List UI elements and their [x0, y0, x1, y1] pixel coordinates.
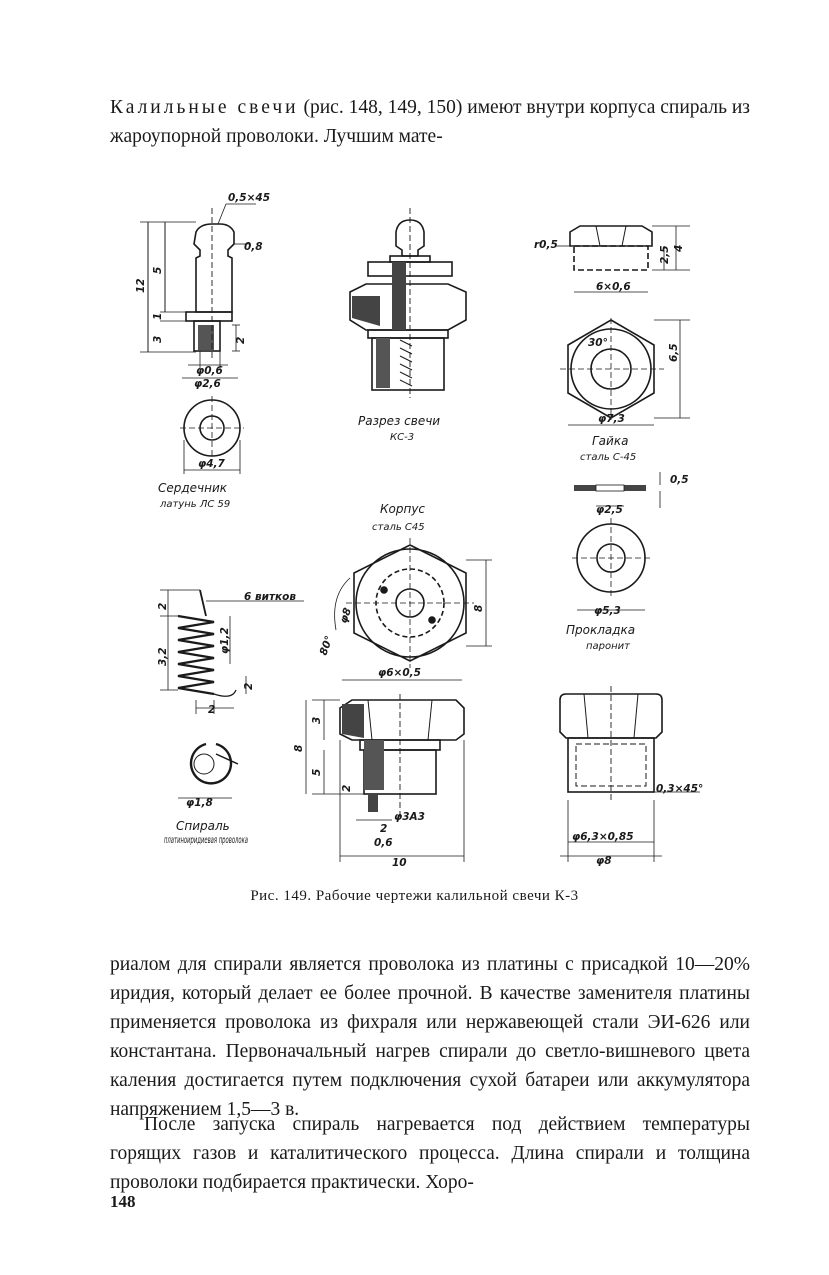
gasket-drawing [572, 472, 661, 611]
section-name: Разрез свечи [358, 414, 440, 428]
section-drawing [349, 208, 467, 398]
dim-side-thread: φ6,3×0,85 [572, 831, 634, 843]
spiral-material: платиноиридиевая проволока [164, 835, 248, 846]
dim-core-5: 5 [152, 267, 164, 274]
body-top-drawing [334, 538, 492, 668]
dim-body-2: 2 [341, 785, 353, 792]
intro-text: (рис. 148, 149, 150) имеют внутри корпус… [110, 97, 750, 147]
section-model: КС-3 [390, 432, 414, 443]
figure-caption: Рис. 149. Рабочие чертежи калильной свеч… [250, 888, 579, 904]
core-material: латунь ЛС 59 [159, 499, 230, 510]
paragraph-2: риалом для спирали является проволока из… [110, 954, 750, 1120]
dim-core-3: 3 [152, 336, 164, 343]
dim-side-03: 0,3×45° [656, 783, 703, 795]
nut-material: сталь С-45 [580, 452, 636, 463]
dim-core-d47: φ4,7 [198, 458, 226, 470]
dim-nut-thread: 6×0,6 [596, 281, 631, 293]
dim-body-10: 10 [392, 857, 407, 869]
core-drawing [140, 203, 256, 474]
dim-core-1: 1 [152, 313, 164, 320]
core-name: Сердечник [158, 481, 228, 495]
dim-nut-r05: r0,5 [534, 239, 558, 251]
dim-core-chamfer: 0,5×45 [228, 192, 270, 204]
dim-nut-25: 2,5 [659, 245, 671, 264]
gasket-name: Прокладка [566, 623, 635, 637]
gasket-material: паронит [586, 641, 631, 652]
paragraph-3: После запуска спираль нагревается под де… [110, 1114, 750, 1193]
dim-body-80: 80° [318, 634, 336, 657]
technical-drawing: 0,5×45 0,8 12 5 1 3 2 φ0,6 φ2,6 φ4,7 Сер… [135, 192, 703, 869]
body-section-drawing [305, 679, 465, 862]
spiral-drawing [160, 589, 304, 799]
dim-core-08: 0,8 [244, 241, 263, 253]
dim-gasket-d53: φ5,3 [594, 605, 621, 617]
dim-body-8: 8 [473, 605, 485, 612]
spiral-name: Спираль [176, 819, 230, 833]
body-name: Корпус [380, 502, 425, 516]
dim-body-3: 3 [311, 717, 323, 724]
dim-core-d06: φ0,6 [196, 365, 223, 377]
dim-spiral-2a: 2 [157, 603, 169, 610]
dim-spiral-d12: φ1,2 [219, 627, 231, 654]
dim-body-thread: φ6×0,5 [378, 667, 421, 679]
dim-core-d26: φ2,6 [194, 378, 221, 390]
dim-spiral-32: 3,2 [157, 647, 169, 666]
dim-body-d8: φ8 [338, 606, 355, 625]
body-side-drawing [559, 686, 700, 862]
dim-body-8b: 8 [293, 745, 305, 752]
dim-core-12: 12 [135, 278, 147, 293]
dim-spiral-d18: φ1,8 [186, 797, 213, 809]
dim-body-2b: 2 [380, 823, 387, 835]
dim-body-d3: φ3А3 [394, 811, 425, 823]
drawing-labels: 0,5×45 0,8 12 5 1 3 2 φ0,6 φ2,6 φ4,7 Сер… [135, 192, 703, 869]
dim-body-06: 0,6 [374, 837, 393, 849]
dim-nut-d73: φ7,3 [598, 413, 625, 425]
dim-core-2: 2 [235, 337, 247, 344]
page-number: 148 [110, 1192, 136, 1211]
dim-body-5: 5 [311, 769, 323, 776]
nut-name: Гайка [592, 434, 628, 448]
dim-side-d8: φ8 [596, 855, 612, 867]
dim-nut-30: 30° [588, 337, 608, 349]
dim-spiral-turns: 6 витков [244, 591, 296, 603]
dim-nut-65: 6,5 [668, 343, 680, 362]
intro-term: Калильные свечи [110, 97, 299, 118]
dim-gasket-05: 0,5 [670, 474, 689, 486]
dim-nut-4: 4 [673, 245, 685, 253]
dim-spiral-2c: 2 [208, 704, 215, 716]
nut-drawing [556, 225, 690, 426]
body-material: сталь С45 [372, 522, 425, 533]
dim-spiral-2b: 2 [243, 683, 255, 690]
intro-paragraph: Калильные свечи (рис. 148, 149, 150) име… [110, 93, 750, 151]
dim-gasket-d25: φ2,5 [596, 504, 623, 516]
